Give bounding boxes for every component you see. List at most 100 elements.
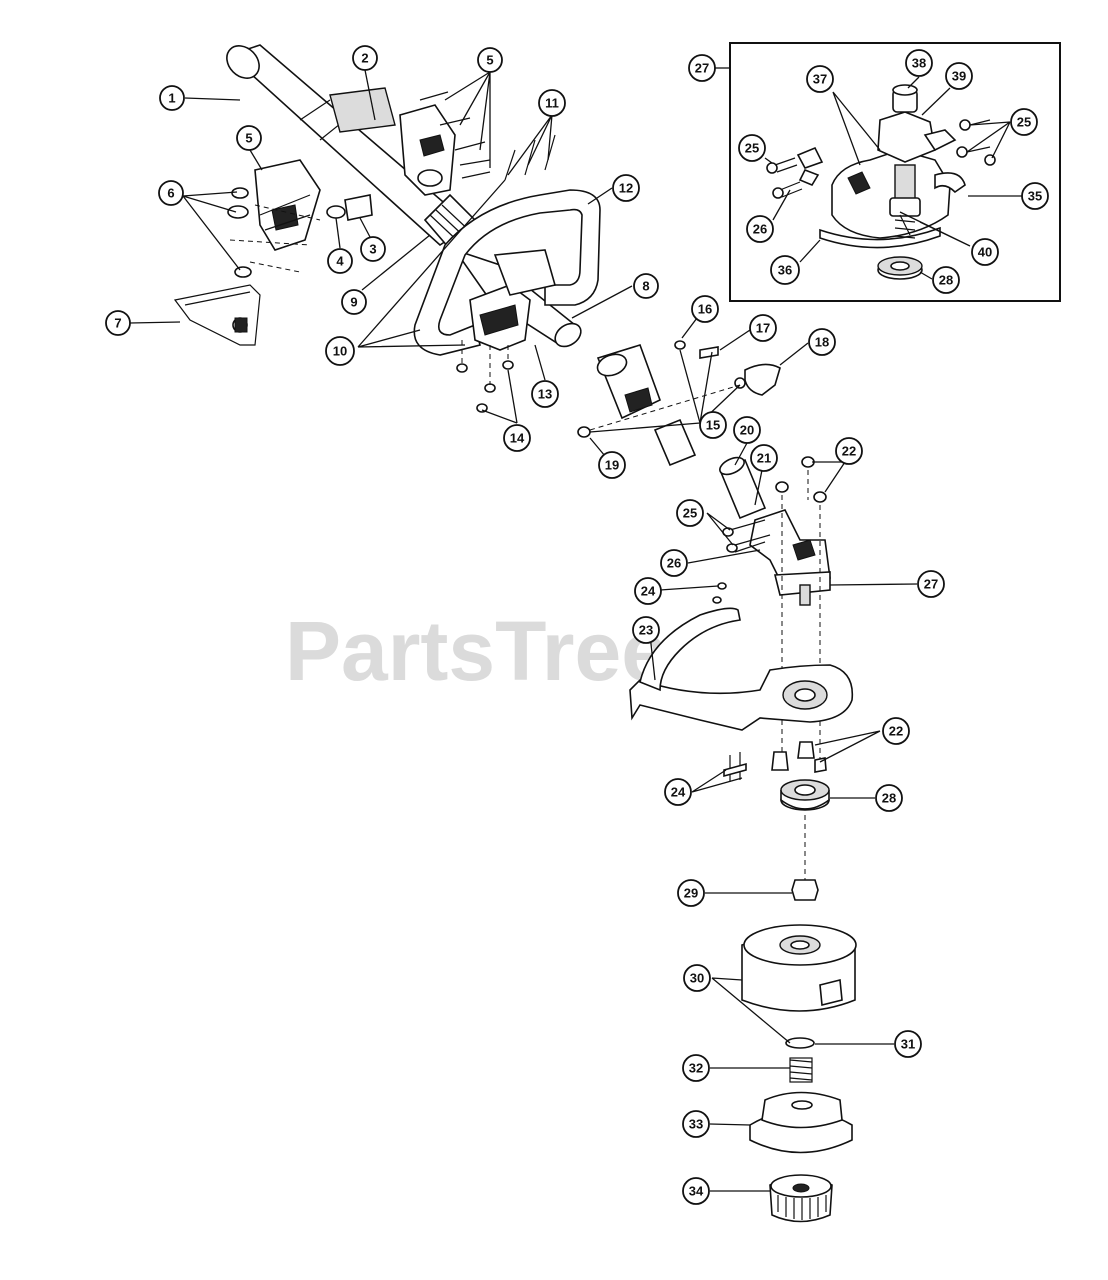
svg-text:36: 36 — [778, 263, 792, 278]
callout-36: 36 — [770, 255, 800, 285]
callout-8: 8 — [633, 273, 659, 299]
svg-text:7: 7 — [114, 316, 121, 331]
callout-16: 16 — [691, 295, 719, 323]
svg-text:25: 25 — [1017, 115, 1031, 130]
watermark: PartsTree — [285, 604, 668, 698]
svg-text:24: 24 — [671, 785, 686, 800]
callout-32: 32 — [682, 1054, 710, 1082]
callout-14: 14 — [503, 424, 531, 452]
callout-24-bottom: 24 — [664, 778, 692, 806]
callout-25-inset-left: 25 — [738, 134, 766, 162]
svg-text:30: 30 — [690, 971, 704, 986]
svg-text:17: 17 — [756, 321, 770, 336]
callout-15: 15 — [699, 411, 727, 439]
svg-text:4: 4 — [336, 254, 344, 269]
svg-text:26: 26 — [753, 222, 767, 237]
callout-21: 21 — [750, 444, 778, 472]
callout-28-inset: 28 — [932, 266, 960, 294]
callout-18: 18 — [808, 328, 836, 356]
svg-text:26: 26 — [667, 556, 681, 571]
callout-5-left: 5 — [236, 125, 262, 151]
svg-text:28: 28 — [882, 791, 896, 806]
leader-lines — [129, 69, 1022, 1192]
callout-12: 12 — [612, 174, 640, 202]
callout-27: 27 — [917, 570, 945, 598]
svg-text:10: 10 — [333, 344, 347, 359]
svg-text:1: 1 — [168, 91, 175, 106]
svg-text:27: 27 — [924, 577, 938, 592]
svg-text:3: 3 — [369, 242, 376, 257]
callouts: 1 2 3 4 5 5 6 7 8 9 10 11 12 13 14 15 16… — [105, 45, 1049, 1205]
svg-text:6: 6 — [167, 186, 174, 201]
callout-10: 10 — [325, 336, 355, 366]
guard-assembly — [629, 582, 854, 782]
inset-label-27: 27 — [688, 54, 716, 82]
svg-text:29: 29 — [684, 886, 698, 901]
callout-33: 33 — [682, 1110, 710, 1138]
callout-28: 28 — [875, 784, 903, 812]
svg-text:19: 19 — [605, 458, 619, 473]
coupler-assembly — [577, 340, 781, 520]
callout-29: 29 — [677, 879, 705, 907]
svg-text:22: 22 — [889, 724, 903, 739]
svg-text:40: 40 — [978, 245, 992, 260]
svg-text:5: 5 — [245, 131, 252, 146]
callout-17: 17 — [749, 314, 777, 342]
callout-5-top: 5 — [477, 47, 503, 73]
svg-text:15: 15 — [706, 418, 720, 433]
callout-37: 37 — [806, 65, 834, 93]
callout-38: 38 — [905, 49, 933, 77]
inset-gearhead-detail — [729, 42, 1061, 302]
svg-text:28: 28 — [939, 273, 953, 288]
svg-text:11: 11 — [545, 96, 559, 111]
callout-26-inset: 26 — [746, 215, 774, 243]
callout-40: 40 — [971, 238, 999, 266]
svg-text:5: 5 — [486, 53, 493, 68]
svg-text:24: 24 — [641, 584, 656, 599]
svg-text:23: 23 — [639, 623, 653, 638]
svg-text:20: 20 — [740, 423, 754, 438]
callout-1: 1 — [159, 85, 185, 111]
callout-30: 30 — [683, 964, 711, 992]
svg-text:18: 18 — [815, 335, 829, 350]
svg-text:38: 38 — [912, 56, 926, 71]
svg-text:33: 33 — [689, 1117, 703, 1132]
svg-text:34: 34 — [689, 1184, 704, 1199]
svg-text:22: 22 — [842, 444, 856, 459]
callout-4: 4 — [327, 248, 353, 274]
callout-23: 23 — [632, 616, 660, 644]
svg-text:25: 25 — [683, 506, 697, 521]
svg-text:31: 31 — [901, 1037, 915, 1052]
callout-24-top: 24 — [634, 577, 662, 605]
svg-text:32: 32 — [689, 1061, 703, 1076]
callout-22-bottom: 22 — [882, 717, 910, 745]
svg-text:9: 9 — [350, 295, 357, 310]
svg-text:8: 8 — [642, 279, 649, 294]
svg-text:27: 27 — [695, 61, 709, 76]
svg-text:35: 35 — [1028, 189, 1042, 204]
svg-text:12: 12 — [619, 181, 633, 196]
callout-7: 7 — [105, 310, 131, 336]
callout-9: 9 — [341, 289, 367, 315]
callout-25-inset-right: 25 — [1010, 108, 1038, 136]
svg-text:14: 14 — [510, 431, 525, 446]
callout-6: 6 — [158, 180, 184, 206]
svg-text:13: 13 — [538, 387, 552, 402]
callout-19: 19 — [598, 451, 626, 479]
callout-20: 20 — [733, 416, 761, 444]
callout-34: 34 — [682, 1177, 710, 1205]
svg-text:16: 16 — [698, 302, 712, 317]
spool-hub-stack — [741, 779, 857, 1223]
callout-35: 35 — [1021, 182, 1049, 210]
callout-25: 25 — [676, 499, 704, 527]
callout-2: 2 — [352, 45, 378, 71]
callout-31: 31 — [894, 1030, 922, 1058]
svg-text:25: 25 — [745, 141, 759, 156]
callout-3: 3 — [360, 236, 386, 262]
svg-text:39: 39 — [952, 69, 966, 84]
svg-text:37: 37 — [813, 72, 827, 87]
callout-26: 26 — [660, 549, 688, 577]
callout-11: 11 — [538, 89, 566, 117]
callout-13: 13 — [531, 380, 559, 408]
